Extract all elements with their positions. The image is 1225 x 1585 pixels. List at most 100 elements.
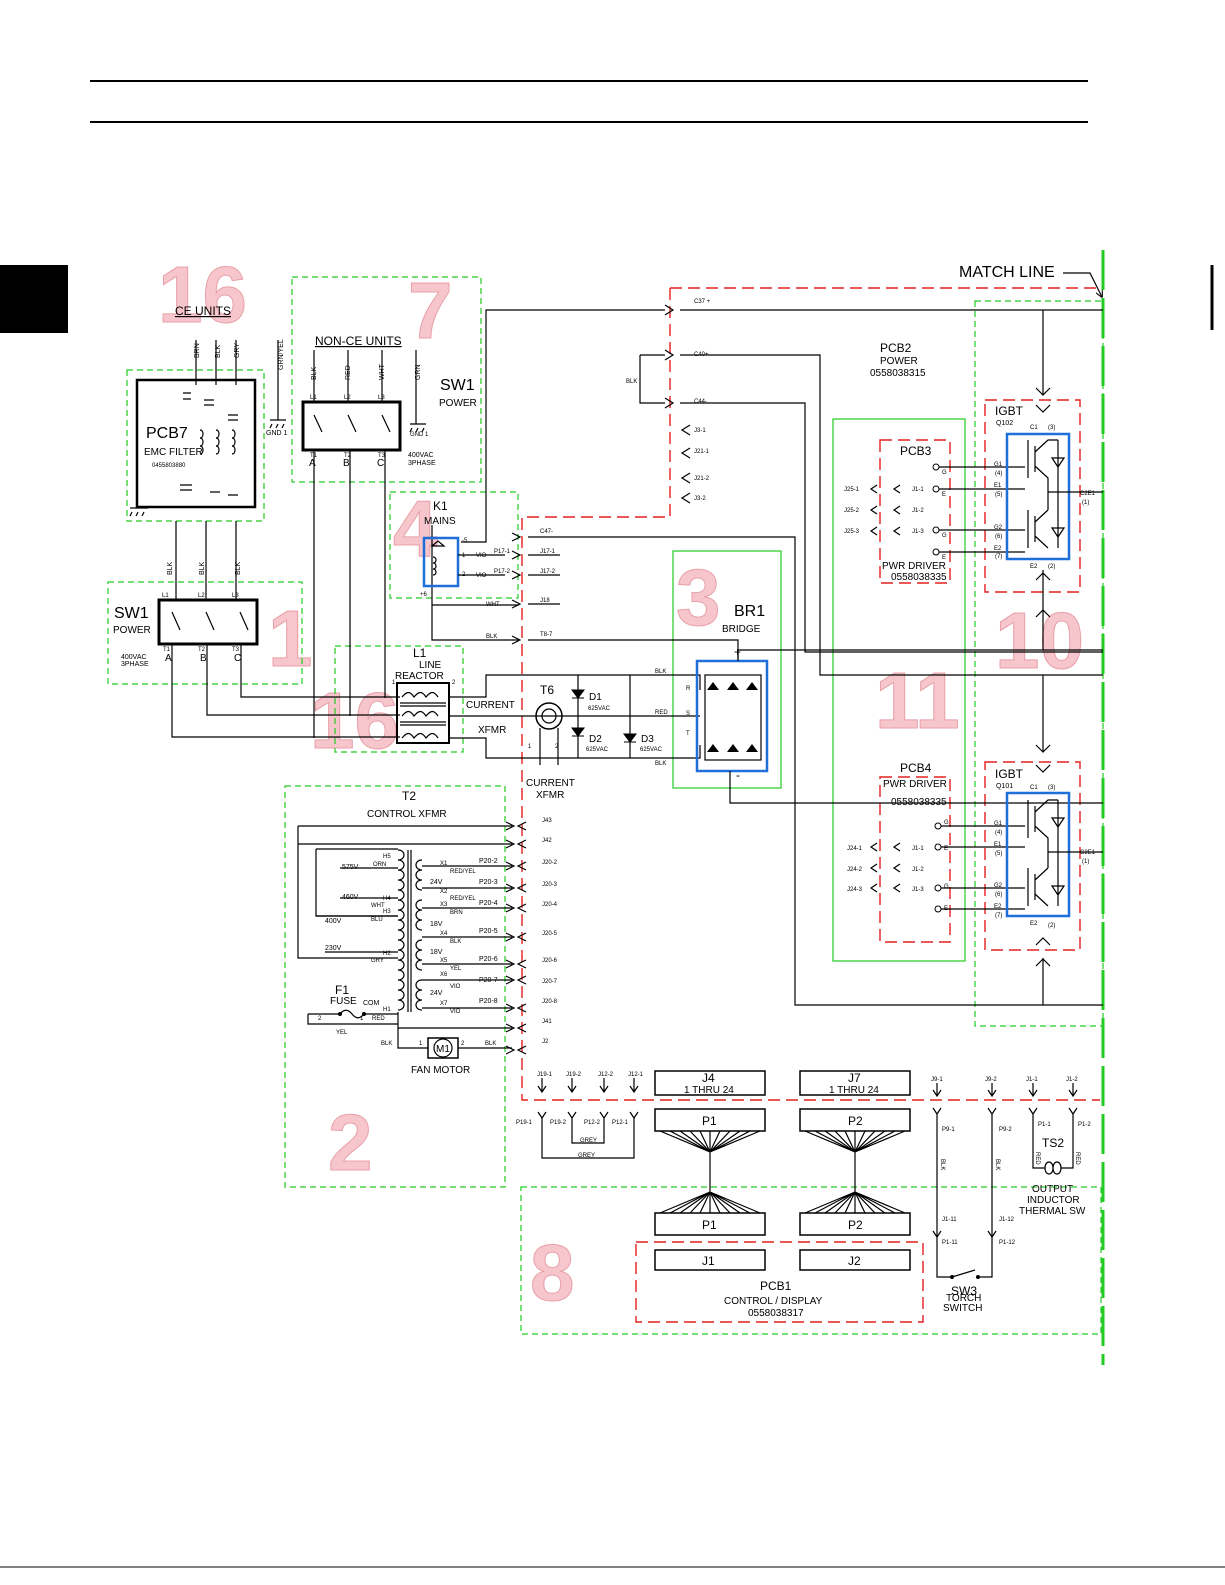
t2-tap-wires: [316, 867, 398, 953]
bottom-plug-wires-left: [537, 1111, 639, 1159]
section-sw1-ce: [107, 581, 303, 685]
pcb1-j1: J1: [702, 1254, 715, 1268]
bp-p19-2: P19-2: [550, 1120, 567, 1126]
ts2-name: TS2: [1042, 1136, 1064, 1150]
pcb4-part: 0558038335: [891, 797, 947, 808]
q101-ref: Q101: [996, 783, 1013, 790]
sw1-nonce-note2: 3PHASE: [408, 460, 436, 467]
q102-n6: (6): [995, 534, 1002, 540]
t2-jack-symbols: [505, 821, 516, 1055]
t2-p20-4: P20-4: [479, 900, 498, 907]
br1-phase-r: R: [686, 686, 691, 692]
bj-j12-2: J12-2: [598, 1072, 614, 1078]
conn-j17-2: J17-2: [540, 569, 556, 575]
gnd-symbol-ce: [269, 419, 286, 429]
br1-name: BR1: [734, 603, 765, 620]
br1-wire-r: BLK: [655, 669, 666, 675]
br1-phase-s: S: [686, 711, 690, 717]
top-connector-wires: [639, 309, 1103, 676]
pcb3-term-2: E: [942, 492, 946, 498]
jack-j43: J43: [542, 818, 552, 824]
pcb2-part: 0558038315: [870, 368, 926, 379]
p1-bottom-block: [654, 1212, 766, 1236]
conn-j21-1: J21-1: [694, 449, 710, 455]
t2-com: COM: [363, 1000, 380, 1007]
br1-box: [695, 659, 769, 773]
pcb3-name: PCB3: [900, 444, 932, 458]
diode-rails: [577, 675, 631, 758]
l1-output-wires: [449, 674, 701, 759]
l1-desc1: LINE: [419, 660, 442, 671]
p1-harness: [659, 1130, 761, 1214]
j4-name: J4: [702, 1071, 715, 1085]
t2-w-vio-a: VIO: [450, 984, 461, 990]
t2-w-yel: YEL: [450, 966, 462, 972]
p2-harness: [804, 1130, 906, 1214]
section-l1: [334, 645, 464, 753]
q102-c1: C1: [1030, 425, 1038, 431]
q102-n1: (1): [1082, 500, 1089, 506]
bp-p19-1: P19-1: [516, 1120, 533, 1126]
ts2-wire-2: RED: [1074, 1152, 1080, 1165]
m1-name: M1: [436, 1044, 450, 1055]
bp-p12-2: P12-2: [584, 1120, 601, 1126]
pcb4-jpin-2: J1-2: [912, 867, 924, 873]
non-ce-units-label: NON-CE UNITS: [315, 334, 402, 348]
ce-input-wires: [195, 340, 279, 420]
section-number-8: 8: [530, 1228, 575, 1317]
pcb7-to-sw1-wires: [175, 521, 237, 600]
l1-windings: [400, 691, 446, 740]
ce-wire-2: BLK: [215, 344, 222, 358]
t2-p20-5: P20-5: [479, 928, 498, 935]
q102-ref: Q102: [996, 420, 1013, 427]
jack-j20-4: J20-4: [542, 902, 558, 908]
jack-j2: J2: [542, 1039, 549, 1045]
l1-pin-2: 2: [452, 680, 456, 686]
t2-primary-winding: [397, 849, 405, 1011]
k1-pin-b: 1: [462, 553, 466, 559]
pcb3-jpin-3: J1-3: [912, 529, 924, 535]
d3-rating: 625VAC: [640, 747, 663, 753]
sw1c-in-3: L3: [232, 593, 239, 599]
bj-j1-2: J1-2: [1066, 1077, 1078, 1083]
ce-wire-3: GRY: [234, 343, 241, 358]
sw3-wire-1: BLK: [939, 1159, 945, 1170]
bj-j19-1: J19-1: [537, 1072, 553, 1078]
t2-w-blk: BLK: [450, 939, 461, 945]
t2-col-red: RED: [372, 1016, 385, 1022]
br1-plus-wire: [737, 649, 1103, 661]
q102-g1: G1: [994, 462, 1003, 468]
q102-n3: (3): [1048, 425, 1055, 431]
conn-c47: C47-: [540, 529, 553, 535]
section-pcb1: [520, 1186, 1102, 1335]
non-ce-wire-labels: BLK RED WHT GRN: [311, 363, 422, 380]
match-line-pointer: [1063, 272, 1102, 297]
t2-p20-3: P20-3: [479, 879, 498, 886]
l1-box: [396, 682, 450, 744]
jack-j20-6: J20-6: [542, 958, 558, 964]
t6-desc1: CURRENT: [526, 778, 575, 789]
t2-desc: CONTROL XFMR: [367, 809, 447, 820]
t6-pin-2: 2: [555, 744, 559, 750]
k1-wires: [431, 525, 519, 641]
k1-relay-symbol: [430, 540, 446, 576]
pcb1-outline: [635, 1241, 924, 1323]
section-tab: [0, 265, 68, 333]
t2-w-redyel-a: RED/YEL: [450, 869, 476, 875]
sw3-contact-a: [950, 1275, 954, 1279]
q102-n5: (5): [995, 492, 1002, 498]
p2-top-name: P2: [848, 1114, 863, 1128]
bp-p1-2: P1-2: [1078, 1122, 1091, 1128]
sw3-contact-b: [976, 1275, 980, 1279]
t2-tap-h5: H5: [383, 854, 391, 860]
t2-p20-2: P20-2: [479, 858, 498, 865]
pcb3-pin-3: J25-3: [844, 529, 860, 535]
pcb3-term-g2: [932, 526, 940, 534]
m1-rotor: [433, 1038, 453, 1058]
br1-inner: [704, 674, 762, 761]
sw1c-out-3: T3: [232, 647, 240, 653]
ce-wire-1: BRN: [194, 343, 201, 358]
p1-bottom-name: P1: [702, 1218, 717, 1232]
q101-n2: (2): [1048, 923, 1055, 929]
t6-left-1: CURRENT: [466, 700, 515, 711]
